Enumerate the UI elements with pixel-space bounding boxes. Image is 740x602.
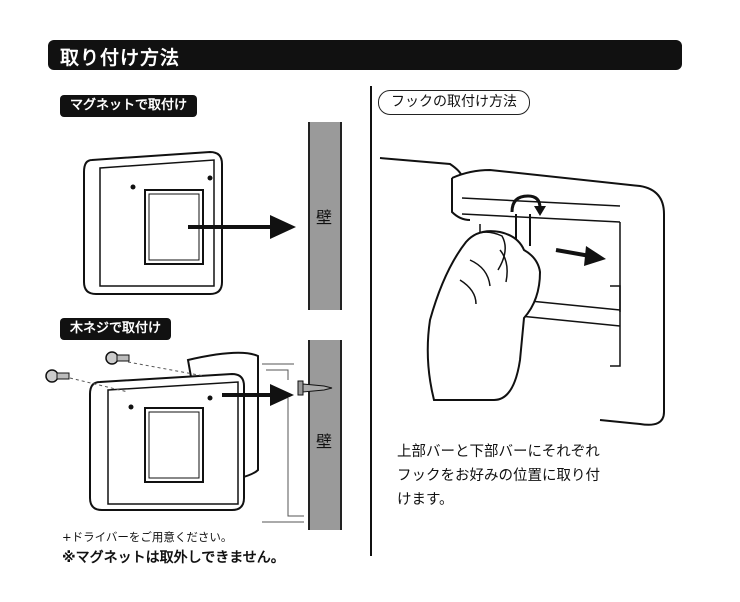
hook-mount-label: フックの取付け方法 bbox=[378, 90, 530, 115]
hook-instructions: 上部バーと下部バーにそれぞれ フックをお好みの位置に取り付 けます。 bbox=[397, 440, 697, 512]
screw-icon bbox=[105, 351, 130, 365]
screw-device bbox=[69, 351, 259, 511]
page-title: 取り付け方法 bbox=[60, 47, 181, 69]
section-divider bbox=[370, 86, 372, 556]
screw-mount-label: 木ネジで取付け bbox=[60, 318, 172, 340]
page-title-bar: 取り付け方法 bbox=[48, 40, 682, 70]
magnet-device bbox=[83, 150, 223, 295]
screw-icon bbox=[45, 369, 70, 383]
wall-bottom-label: 壁 bbox=[316, 432, 333, 451]
instruction-line: けます。 bbox=[397, 492, 454, 508]
arrow-right-icon bbox=[222, 384, 294, 406]
bracket-line bbox=[262, 363, 304, 523]
instruction-line: フックをお好みの位置に取り付 bbox=[397, 468, 600, 484]
rotate-arrow-icon bbox=[510, 194, 546, 246]
instruction-line: 上部バーと下部バーにそれぞれ bbox=[397, 444, 600, 460]
arrow-right-icon bbox=[555, 246, 606, 266]
wall-bottom bbox=[308, 340, 342, 530]
driver-note: +ドライバーをご用意ください。 bbox=[62, 530, 233, 544]
magnet-warning: ※マグネットは取外しできません。 bbox=[62, 550, 285, 566]
wall-top bbox=[308, 122, 342, 310]
wall-top-label: 壁 bbox=[316, 208, 333, 227]
hook-device bbox=[379, 157, 665, 426]
magnet-mount-label: マグネットで取付け bbox=[60, 95, 198, 117]
left-illustrations bbox=[45, 150, 333, 523]
arrow-right-icon bbox=[188, 215, 296, 239]
hand-icon bbox=[426, 230, 542, 401]
wood-screw-icon bbox=[297, 380, 333, 396]
